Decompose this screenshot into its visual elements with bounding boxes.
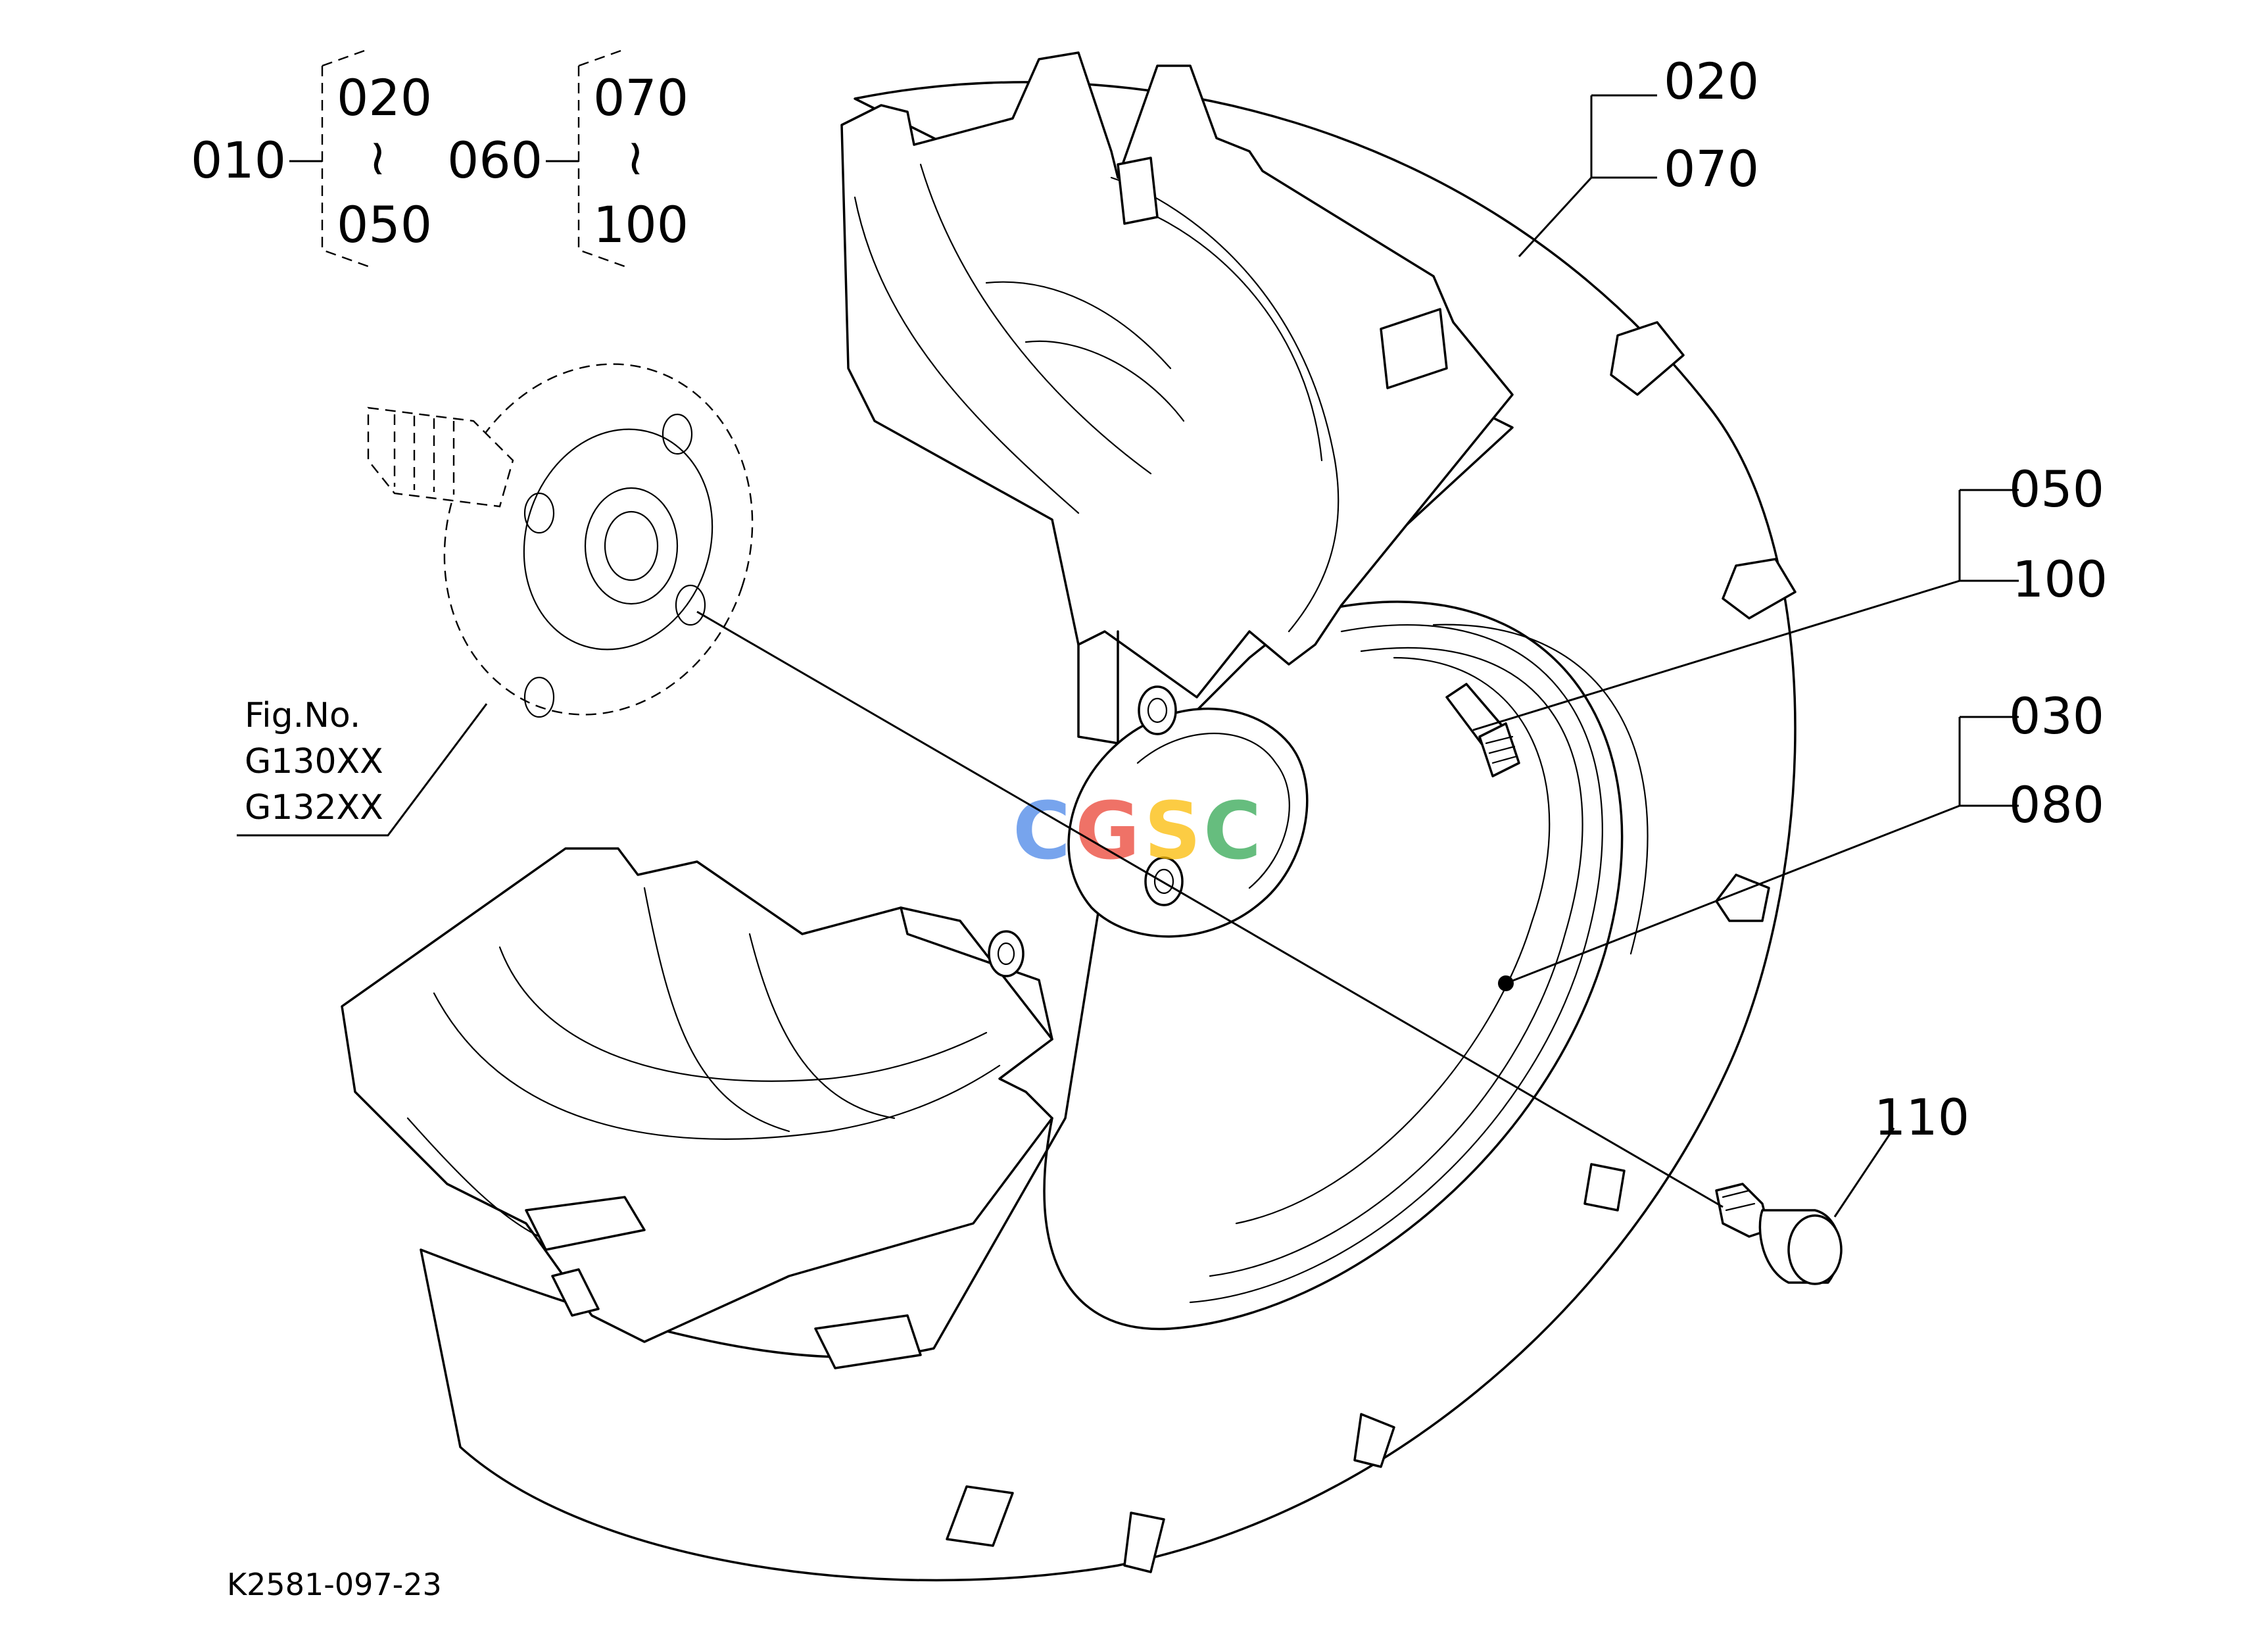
leader-lines <box>237 48 2019 1217</box>
callout-060-to: 100 <box>593 195 688 254</box>
callout-010: 010 <box>191 131 286 189</box>
callout-valve-100: 100 <box>2012 550 2108 608</box>
callout-060-from: 070 <box>593 68 688 127</box>
flange-bolt-hole <box>523 676 555 718</box>
stud-hole <box>988 930 1025 977</box>
callout-010-to: 050 <box>337 195 432 254</box>
callout-rim-080: 080 <box>2009 775 2104 834</box>
fig-ref-title: Fig.No. <box>245 696 360 735</box>
wheel-bolt <box>1715 1183 1843 1285</box>
stud-hole <box>1144 856 1184 906</box>
fig-ref-g130xx: G130XX <box>245 742 383 781</box>
axle-flange <box>367 363 754 718</box>
stud-hole <box>1138 685 1177 735</box>
callout-060: 060 <box>447 131 543 189</box>
callout-labels: 010 020 ≀ 050 060 070 ≀ 100 020 070 050 … <box>191 52 2108 1602</box>
callout-010-from: 020 <box>337 68 432 127</box>
tire-valve <box>1445 683 1520 777</box>
watermark-letter-c2: C <box>1203 786 1261 877</box>
tire-lower-section <box>341 847 1053 1343</box>
tire-body <box>420 81 1797 1582</box>
fig-ref-g132xx: G132XX <box>245 788 383 827</box>
callout-tire-070: 070 <box>1664 139 1759 198</box>
flange-bolt-hole <box>662 413 693 455</box>
flange-bolt-hole <box>675 584 706 626</box>
watermark: C G S C <box>1013 786 1261 877</box>
callout-bolt-110: 110 <box>1874 1088 1969 1146</box>
callout-010-range-tilde: ≀ <box>368 128 387 186</box>
callout-rim-030: 030 <box>2009 687 2104 745</box>
rim-pointer-dot <box>1498 975 1514 991</box>
flange-bolt-hole <box>523 492 555 534</box>
tire-upper-section <box>840 51 1514 745</box>
drawing-code: K2581-097-23 <box>227 1567 442 1602</box>
callout-tire-020: 020 <box>1664 52 1759 111</box>
watermark-letter-s: S <box>1144 786 1201 877</box>
callout-valve-050: 050 <box>2009 460 2104 518</box>
callout-060-range-tilde: ≀ <box>626 128 645 186</box>
